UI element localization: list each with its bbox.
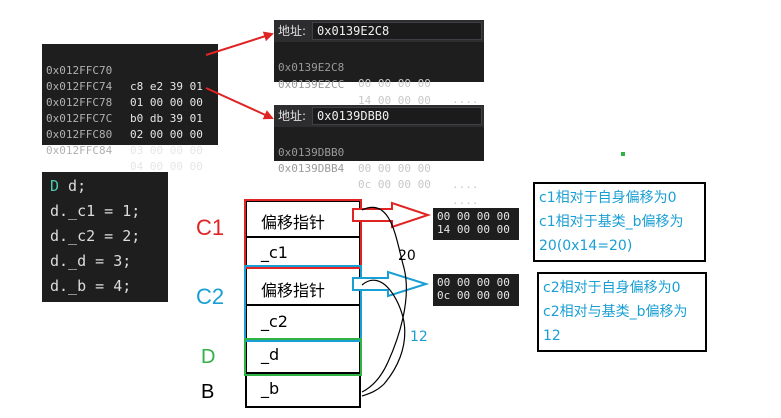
type-keyword: D [50,177,60,195]
memory-address: 0x0139E2C8 [278,61,345,74]
address-bar: 地址: 0x0139DBB0 [274,105,484,127]
c2-vbptr-cell: 偏移指针 [245,266,361,306]
cell-text: _d [261,345,280,364]
note-line: c1相对于基类_b偏移为 [539,214,684,230]
offset-annotation-12: 12 [410,329,428,345]
label-b: B [201,381,215,403]
note-line: c2相对与基类_b偏移为 [543,304,688,320]
memory-address: 0x012FFC78 [46,96,113,109]
memory-address: 0x012FFC70 [46,64,113,77]
code-line: d._b = 4; [50,277,132,295]
memory-bytes: c8 e2 39 01 [130,80,203,93]
memory-address: 0x0139DBB4 [278,162,345,175]
memory-row: 0x012FFC80 03 00 00 00 [42,111,203,157]
memory-row: 0x0139DBB4 0c 00 00 00 .... [274,145,484,207]
memory-bytes: 01 00 00 00 [130,96,203,109]
memory-row: 0x0139E2C8 00 00 00 00 .... [274,44,484,106]
b-member-cell: _b [245,372,361,408]
memory-window-2: 地址: 0x0139DBB0 0x0139DBB0 00 00 00 00 ..… [274,105,484,207]
note-line: c1相对于自身偏移为0 [539,190,677,206]
memory-address: 0x012FFC7C [46,112,113,125]
memory-bytes: 00 00 00 00 [358,77,431,90]
cell-text: _c1 [261,243,288,262]
address-input[interactable]: 0x0139DBB0 [312,107,482,125]
memory-address: 0x0139E2CC [278,78,345,91]
c2-member-cell: _c2 [245,304,361,340]
note-line: 12 [543,328,561,344]
memory-bytes: b0 db 39 01 [130,112,203,125]
memory-panel: 0x012FFC70 c8 e2 39 01 0x012FFC74 01 00 … [42,44,218,173]
memory-address: 0x012FFC74 [46,80,113,93]
marker-dot [621,152,625,156]
d-region-outline [244,338,362,376]
memory-ascii: .... [452,93,479,106]
code-line: d._c2 = 2; [50,227,141,245]
memory-bytes: 04 00 00 00 [130,160,203,173]
offset-annotation-20: 20 [398,248,416,264]
offset-row: 14 00 00 00 [437,223,510,236]
offset-row: 0c 00 00 00 [437,289,510,302]
memory-row: 0x0139DBB0 00 00 00 00 .... [274,129,484,191]
memory-row: 0x012FFC84 04 00 00 00 [42,127,203,173]
memory-ascii: .... [452,194,479,207]
code-line: D d; [50,174,86,199]
code-line: d._d = 3; [50,252,132,270]
code-line: d._c1 = 1; [50,202,141,220]
code-panel: D d; d._c1 = 1; d._c2 = 2; d._d = 3; d._… [42,172,168,302]
c1-region-outline [244,199,362,269]
offset-bracket-12 [361,279,406,397]
memory-bytes: 03 00 00 00 [130,144,203,157]
memory-bytes: 00 00 00 00 [358,162,431,175]
c2-note: c2相对于自身偏移为0 c2相对与基类_b偏移为 12 [537,272,707,352]
memory-window-1: 地址: 0x0139E2C8 0x0139E2C8 00 00 00 00 ..… [274,20,484,123]
memory-bytes: 02 00 00 00 [130,128,203,141]
offset-row: 00 00 00 00 [437,210,510,223]
declaration-text: d; [59,177,87,195]
memory-address: 0x012FFC80 [46,128,113,141]
label-c2: C2 [196,284,225,309]
cell-text: 偏移指针 [261,213,326,232]
memory-bytes: 14 00 00 00 [358,94,431,107]
address-input[interactable]: 0x0139E2C8 [312,22,482,40]
c2-block-arrow [352,270,430,298]
label-c1: C1 [196,215,225,240]
memory-bytes: 0c 00 00 00 [358,178,431,191]
address-label: 地址: [278,24,307,38]
memory-row: 0x0139E2CC 14 00 00 00 .... [274,61,484,123]
c2-region-outline [244,265,362,342]
memory-address: 0x0139DBB0 [278,146,345,159]
memory-row: 0x012FFC70 c8 e2 39 01 [42,47,203,93]
note-line: 20(0x14=20) [539,238,633,254]
cell-text: 偏移指针 [261,281,326,300]
memory-ascii: .... [452,178,479,191]
address-label: 地址: [278,109,307,123]
c1-note: c1相对于自身偏移为0 c1相对于基类_b偏移为 20(0x14=20) [533,182,706,262]
memory-row: 0x012FFC78 b0 db 39 01 [42,79,203,125]
offset-bracket-20 [361,206,407,393]
offset-row: 00 00 00 00 [437,276,510,289]
memory-row: 0x012FFC7C 02 00 00 00 [42,95,203,141]
cell-text: _c2 [261,312,288,331]
c1-block-arrow [352,201,432,229]
note-line: c2相对于自身偏移为0 [543,280,681,296]
cell-text: _b [261,379,280,398]
label-d: D [201,346,216,368]
address-bar: 地址: 0x0139E2C8 [274,20,484,42]
memory-address: 0x012FFC84 [46,144,113,157]
memory-row: 0x012FFC74 01 00 00 00 [42,63,203,109]
